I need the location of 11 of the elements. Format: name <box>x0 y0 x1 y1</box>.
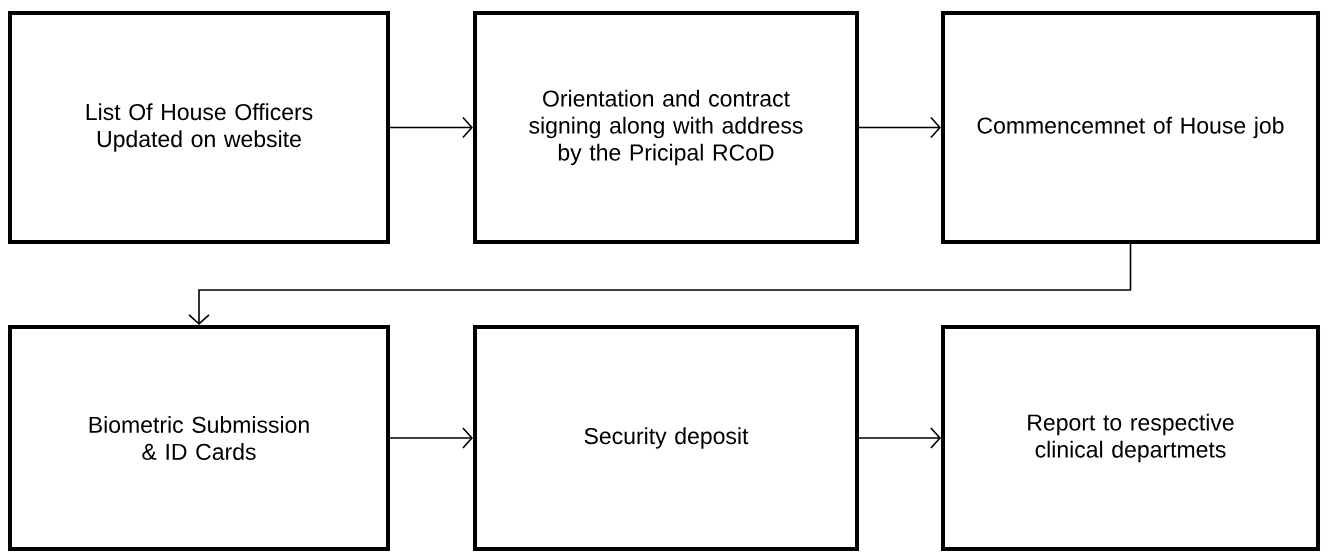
process-box: Report to respective clinical departmets <box>941 325 1320 551</box>
process-box: List Of House Officers Updated on website <box>8 11 390 244</box>
process-box: Biometric Submission & ID Cards <box>8 325 390 551</box>
process-box: Commencemnet of House job <box>941 11 1320 244</box>
arrow <box>858 427 941 449</box>
process-box: Orientation and contract signing along with address by the Pricipal RCoD <box>473 11 859 244</box>
arrow <box>389 427 473 449</box>
arrow <box>188 243 1132 325</box>
arrow <box>389 116 473 139</box>
process-box: Security deposit <box>473 325 859 551</box>
arrow <box>858 116 941 139</box>
